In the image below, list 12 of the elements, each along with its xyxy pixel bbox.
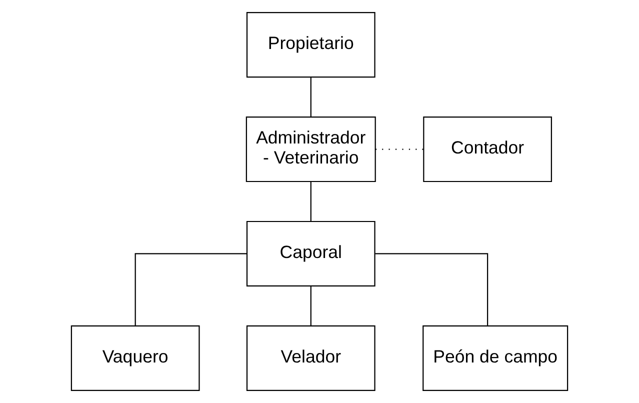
- node-box: Peón de campo: [422, 325, 568, 391]
- node-box: Velador: [246, 325, 376, 391]
- connector: [375, 253, 488, 326]
- node-box: Caporal: [246, 220, 376, 286]
- node-box: Propietario: [246, 12, 376, 78]
- connector: [310, 182, 312, 222]
- node-box: Contador: [423, 116, 552, 182]
- connector: [310, 286, 312, 326]
- connector: [134, 253, 246, 326]
- connector: [310, 77, 312, 117]
- node-box: Administrador - Veterinario: [246, 116, 376, 182]
- node-box: Vaquero: [70, 325, 200, 391]
